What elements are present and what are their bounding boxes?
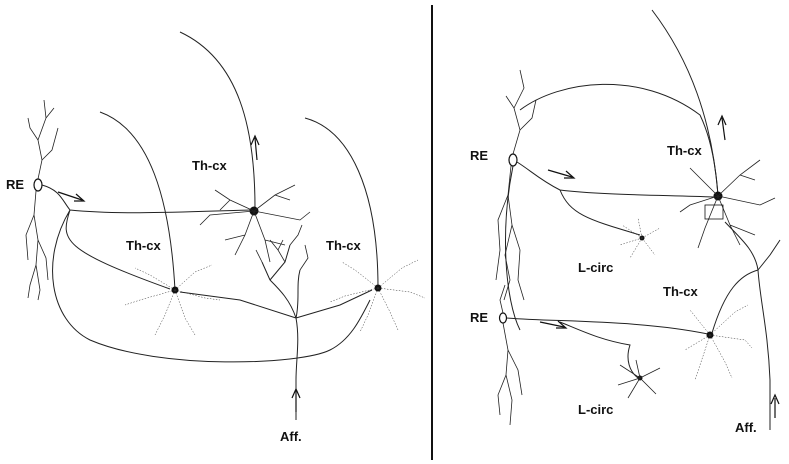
right-panel: RE Th-cx L-circ RE Th-cx L-circ Aff. xyxy=(470,10,780,435)
left-thcx-left-neuron xyxy=(125,265,220,335)
right-label-re-top: RE xyxy=(470,148,488,163)
left-panel: RE Th-cx Th-cx Th-cx Aff. xyxy=(6,32,425,444)
right-re-top-soma xyxy=(509,154,517,166)
right-thcx-top-dendrites xyxy=(680,160,775,248)
right-re-bottom-soma xyxy=(500,313,507,323)
right-lcirc-bottom-dendrites xyxy=(618,360,660,398)
left-cortical-axon-1 xyxy=(180,32,255,208)
left-re-soma xyxy=(34,179,42,191)
right-cortical-axon-2 xyxy=(520,84,718,195)
right-label-lcirc-top: L-circ xyxy=(578,260,613,275)
right-re-top-axon xyxy=(506,162,714,330)
left-afferent-fiber xyxy=(180,245,372,420)
right-thcx-bottom-neuron xyxy=(685,305,752,380)
right-cortical-axon-1 xyxy=(652,10,718,195)
left-label-re: RE xyxy=(6,177,24,192)
right-afferent-fiber xyxy=(712,222,780,430)
left-thcx-left-dendrites xyxy=(125,265,220,335)
right-re-bottom-axon xyxy=(507,318,708,378)
right-lcirc-top-neuron xyxy=(620,218,660,258)
right-arrow-re-top xyxy=(548,170,574,178)
right-label-aff: Aff. xyxy=(735,420,757,435)
right-thcx-top-neuron xyxy=(680,160,775,248)
left-label-thcx-left: Th-cx xyxy=(126,238,161,253)
left-cortical-axon-3 xyxy=(305,118,378,288)
left-cortical-axon-2 xyxy=(100,112,175,290)
right-thcx-top-inset-box xyxy=(705,205,723,219)
left-label-aff: Aff. xyxy=(280,429,302,444)
right-thcx-bottom-dendrites xyxy=(685,305,752,380)
right-re-top-dendrites xyxy=(496,70,536,300)
right-label-lcirc-bottom: L-circ xyxy=(578,402,613,417)
left-label-thcx-top: Th-cx xyxy=(192,158,227,173)
left-re-neuron xyxy=(26,100,58,300)
right-label-thcx-bottom: Th-cx xyxy=(663,284,698,299)
left-afferent-arbor xyxy=(256,225,308,270)
left-label-thcx-right: Th-cx xyxy=(326,238,361,253)
right-arrow-afferent xyxy=(771,395,779,418)
left-arrow-afferent xyxy=(292,389,300,412)
left-arrow-re xyxy=(58,192,84,201)
right-lcirc-bottom-neuron xyxy=(618,360,660,398)
right-arrow-thcx-up xyxy=(718,116,726,140)
right-arrow-re-bottom xyxy=(540,321,566,328)
left-re-dendrites xyxy=(26,100,58,300)
right-re-bottom-neuron xyxy=(498,285,522,425)
right-re-bottom-dendrites xyxy=(498,285,522,425)
right-label-thcx-top: Th-cx xyxy=(667,143,702,158)
right-re-top-neuron xyxy=(496,70,536,300)
right-label-re-bottom: RE xyxy=(470,310,488,325)
left-re-axon xyxy=(42,185,370,362)
